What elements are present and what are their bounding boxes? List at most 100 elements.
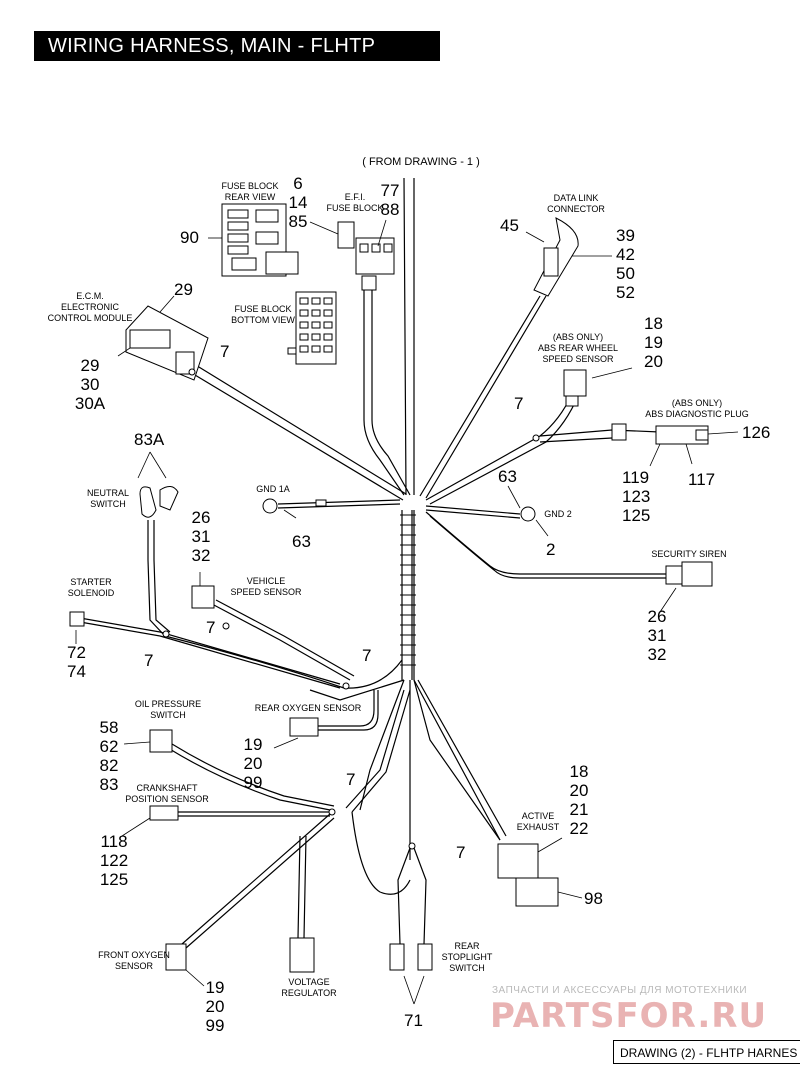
oil-pressure-label: OIL PRESSURE SWITCH [134, 699, 202, 720]
leader-71-r [413, 975, 425, 1005]
front-o2-connector [165, 943, 187, 971]
callout-117: 117 [688, 470, 716, 489]
leader-gnd2-2 [535, 519, 549, 537]
active-exhaust-connector [497, 843, 559, 907]
callout-abs-diag-left: 119 123 125 [622, 468, 651, 525]
leader-ecm-left [117, 347, 131, 357]
efi-wire [363, 290, 411, 496]
callout-starter: 72 74 [67, 643, 86, 681]
leader-45 [525, 231, 545, 243]
voltage-regulator-label: VOLTAGE REGULATOR [281, 977, 337, 998]
gnd1a-sleeve [315, 499, 327, 507]
callout-90: 90 [180, 228, 199, 247]
gnd1a-wire [277, 499, 401, 509]
abs-diag-label: (ABS ONLY) ABS DIAGNOSTIC PLUG [645, 398, 749, 419]
callout-data-link: 39 42 50 52 [616, 226, 635, 302]
stoplight-connectors [389, 943, 433, 971]
rear-o2-connector [289, 717, 319, 737]
callout-clip-7-a: 7 [206, 618, 216, 637]
vehicle-speed-label: VEHICLE SPEED SENSOR [230, 576, 302, 597]
abs-diag-wire [539, 429, 661, 443]
gnd1a-ring [262, 498, 278, 514]
security-siren-connector [665, 561, 713, 587]
gnd1a-label: GND 1A [256, 484, 290, 494]
leader-gnd1a [283, 509, 297, 519]
leader-siren [659, 587, 677, 613]
clip-stoplight [408, 842, 416, 850]
ecm-wire [189, 363, 407, 501]
callout-siren: 26 31 32 [647, 607, 667, 664]
leader-71-l [403, 975, 415, 1005]
data-link-label: DATA LINK CONNECTOR [547, 193, 605, 214]
callout-rear-o2: 19 20 99 [243, 735, 263, 792]
rear-o2-wire [318, 690, 379, 731]
clip-neutral [162, 630, 170, 638]
fuse-block-rear-label: FUSE BLOCK REAR VIEW [221, 181, 279, 202]
starter-wire [79, 617, 341, 689]
clip-vss [222, 622, 230, 630]
starter-connector [69, 611, 85, 627]
gnd2-wire [425, 505, 521, 519]
watermark-logo: PARTSFOR.RU [490, 996, 768, 1036]
leader-fuse-rear [309, 221, 339, 235]
clip-crank [328, 808, 336, 816]
callout-clip-7-b: 7 [144, 651, 154, 670]
stoplight-wire [397, 847, 427, 945]
efi-fuse-block [337, 221, 395, 291]
leader-abs-diag-left [649, 443, 661, 467]
callout-crank: 118 122 125 [99, 832, 129, 889]
callout-gnd1a-63: 63 [292, 532, 311, 551]
callout-98: 98 [584, 889, 603, 908]
fuse-block-bottom [287, 291, 337, 365]
security-siren-label: SECURITY SIREN [651, 549, 727, 559]
loom-lower [309, 679, 501, 860]
callout-ecm-left: 29 30 30A [74, 356, 106, 413]
siren-wire [425, 511, 668, 579]
callout-126: 126 [742, 423, 771, 442]
leader-126 [707, 431, 739, 435]
callout-active-exhaust: 18 20 21 22 [569, 762, 589, 838]
callout-efi: 77 88 [380, 181, 400, 219]
voltage-regulator-connector [289, 937, 315, 973]
abs-wheel-label: (ABS ONLY) ABS REAR WHEEL SPEED SENSOR [537, 332, 619, 364]
efi-fuse-block-label: E.F.I. FUSE BLOCK [326, 192, 384, 213]
callout-oil: 58 62 82 83 [99, 718, 119, 794]
crank-connector [149, 805, 179, 821]
leader-gnd2-63 [507, 485, 521, 509]
gnd2-ring [520, 506, 536, 522]
callout-vss: 26 31 32 [191, 508, 211, 565]
callout-abs-7: 7 [514, 394, 524, 413]
callout-clip-7-e: 7 [456, 843, 466, 862]
clip-abs [532, 434, 540, 442]
harness-branch-mid [164, 635, 403, 689]
front-o2-wire [181, 813, 335, 949]
active-exhaust-wire [413, 679, 507, 841]
watermark-text: ЗАПЧАСТИ И АКСЕССУАРЫ ДЛЯ МОТОТЕХНИКИ [492, 985, 748, 996]
callout-gnd2-63: 63 [498, 467, 517, 486]
page-title: WIRING HARNESS, MAIN - FLHTP [34, 31, 440, 61]
front-oxygen-label: FRONT OXYGEN SENSOR [98, 950, 170, 971]
data-link-connector [533, 217, 579, 297]
callout-abs-wheel: 18 19 20 [644, 314, 663, 371]
neutral-wire [147, 520, 171, 637]
leader-ecm-29 [159, 295, 175, 313]
rear-stoplight-label: REAR STOPLIGHT SWITCH [441, 941, 493, 973]
rear-oxygen-label: REAR OXYGEN SENSOR [254, 703, 362, 713]
leader-83a-l [137, 451, 151, 479]
ecm-label: E.C.M. ELECTRONIC CONTROL MODULE [47, 291, 133, 323]
branch-lower-left [351, 811, 411, 895]
gnd2-label: GND 2 [544, 509, 572, 519]
crankshaft-label: CRANKSHAFT POSITION SENSOR [125, 783, 209, 804]
callout-fuse-rear: 6 14 85 [288, 174, 308, 231]
neutral-switch-label: NEUTRAL SWITCH [86, 488, 129, 509]
crank-wire [178, 811, 330, 817]
vreg-wire [297, 835, 307, 939]
vss-connector [191, 585, 215, 609]
leader-98 [557, 891, 583, 899]
callout-gnd2-2: 2 [546, 540, 556, 559]
ecm-module [125, 305, 209, 381]
callout-clip-7-d: 7 [346, 770, 356, 789]
leader-active [537, 837, 563, 853]
leader-crank [121, 817, 151, 837]
leader-abs-wheel [591, 367, 633, 379]
